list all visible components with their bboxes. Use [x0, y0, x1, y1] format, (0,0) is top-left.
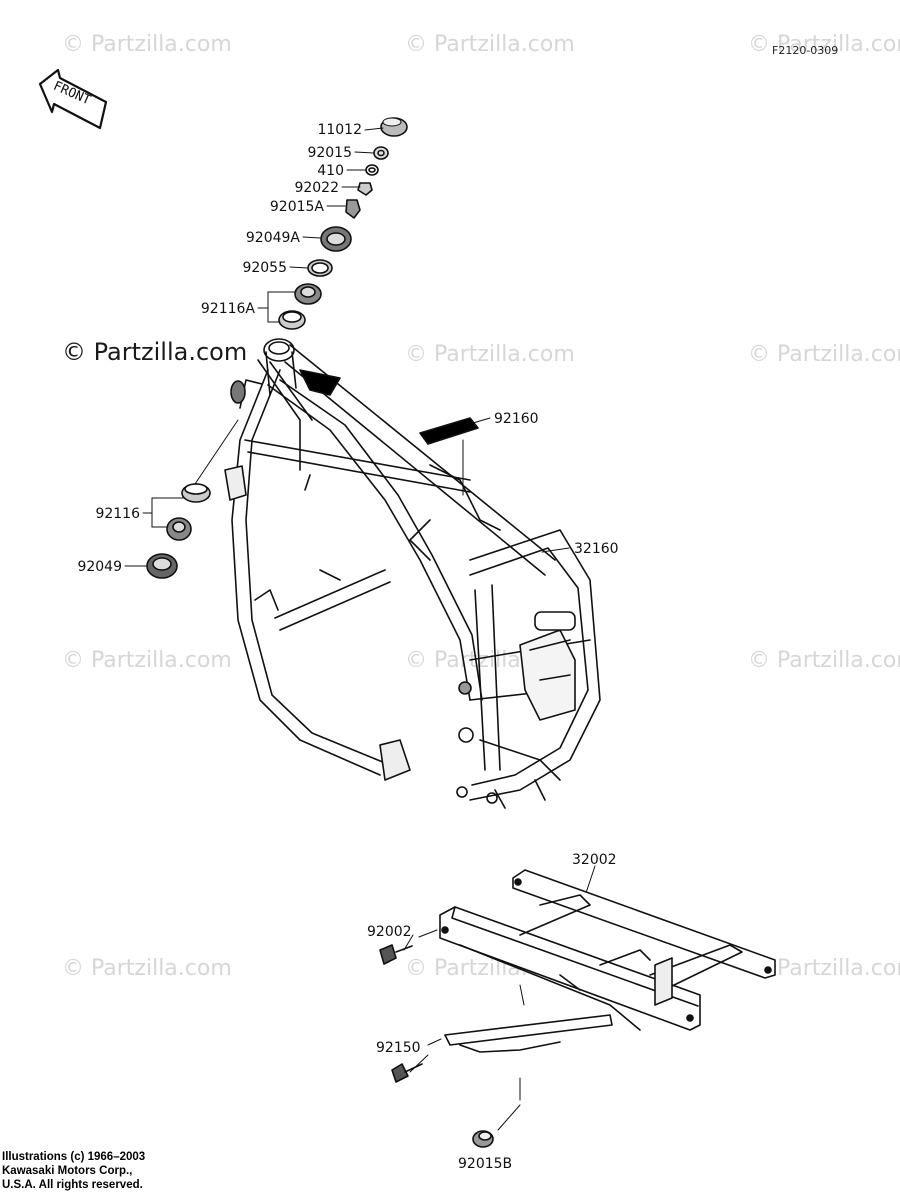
watermark-dark: © Partzilla.com	[62, 338, 248, 366]
copyright-line: Illustrations (c) 1966–2003	[2, 1151, 146, 1163]
part-label-92002: 92002	[367, 924, 412, 940]
frame-pad-92160	[419, 417, 479, 445]
part-label-92116: 92116	[95, 506, 140, 522]
watermark: © Partzilla.com	[62, 956, 232, 981]
watermark: © Partzilla.com	[405, 32, 575, 57]
watermark: © Partzilla.com	[748, 648, 900, 673]
part-label-92015: 92015	[307, 145, 352, 161]
part-label-92160: 92160	[494, 411, 539, 427]
part-label-32002: 32002	[572, 852, 617, 868]
watermark: © Partzilla.com	[748, 32, 900, 57]
watermark: © Partzilla.com	[405, 342, 575, 367]
diagram-reference: F2120-0309	[772, 44, 839, 57]
part-label-92015a: 92015A	[269, 199, 324, 215]
part-label-32160: 32160	[574, 541, 619, 557]
part-label-92150: 92150	[376, 1040, 421, 1056]
part-label-92055: 92055	[242, 260, 287, 276]
watermark: © Partzilla.com	[748, 342, 900, 367]
subframe-32002	[379, 869, 776, 1148]
part-label-11012: 11012	[317, 122, 362, 138]
front-arrow-icon: FRONT	[38, 68, 108, 130]
part-label-92049a: 92049A	[245, 230, 300, 246]
leader-lines	[124, 127, 596, 1131]
main-frame	[224, 338, 601, 809]
copyright-line: U.S.A. All rights reserved.	[2, 1179, 143, 1191]
part-label-92049: 92049	[77, 559, 122, 575]
steering-stem-parts	[278, 117, 408, 330]
copyright-line: Kawasaki Motors Corp.,	[2, 1165, 133, 1177]
watermark: © Partzilla.com	[62, 648, 232, 673]
part-label-92116a: 92116A	[200, 301, 255, 317]
part-label-410: 410	[317, 163, 344, 179]
watermark: © Partzilla.com	[62, 32, 232, 57]
part-label-92015b: 92015B	[458, 1156, 513, 1172]
part-label-92022: 92022	[294, 180, 339, 196]
copyright-notice: Illustrations (c) 1966–2003 Kawasaki Mot…	[2, 1150, 145, 1192]
lower-steering-parts	[146, 483, 211, 579]
